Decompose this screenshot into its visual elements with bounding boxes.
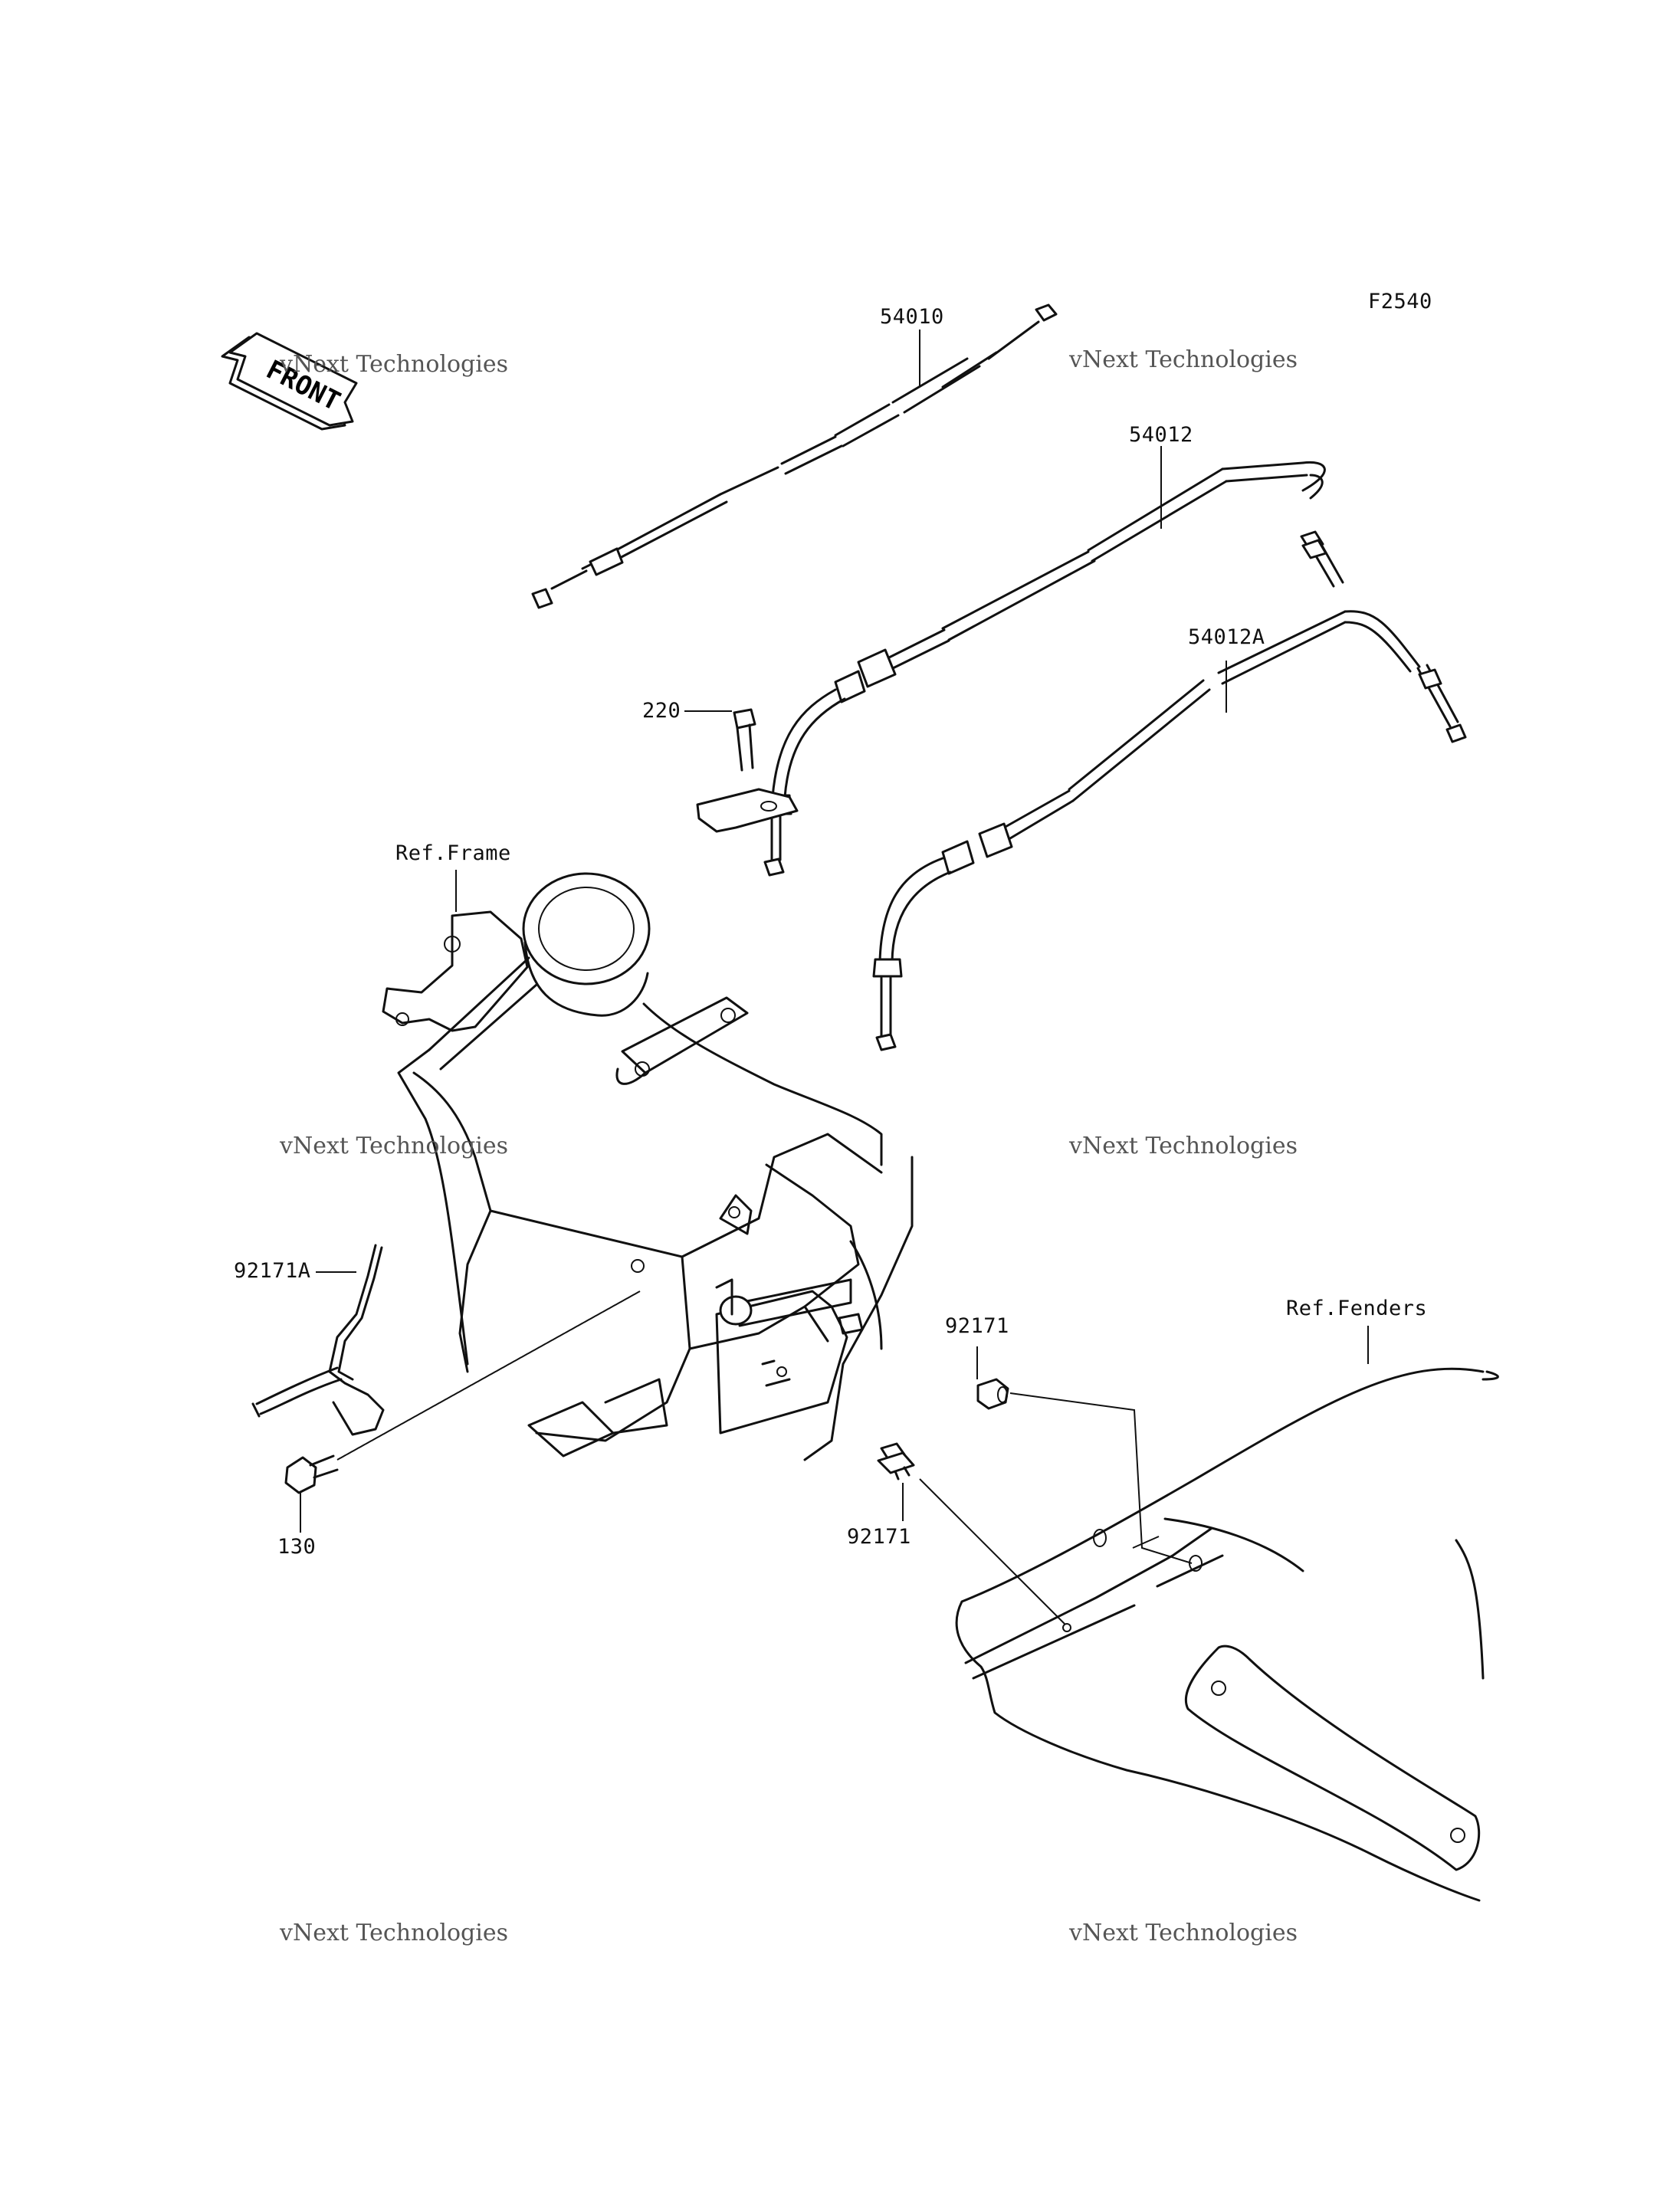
fender: [955, 1367, 1499, 1902]
label-92171a: 92171A: [234, 1259, 311, 1283]
clip-92171-bottom: [877, 1442, 915, 1481]
diagram-code: F2540: [1368, 290, 1432, 313]
alignment-line-grommet: [1009, 1392, 1193, 1564]
frame: [382, 872, 914, 1461]
cable-54012a: [872, 610, 1467, 1051]
alignment-tick: [1132, 1536, 1160, 1549]
grommet-92171-top: [976, 1378, 1009, 1410]
alignment-line-bolt: [336, 1290, 641, 1461]
label-92171-bottom: 92171: [847, 1525, 911, 1549]
label-220: 220: [642, 699, 681, 723]
label-92171-top: 92171: [945, 1314, 1009, 1338]
cable-54010: [531, 303, 1058, 609]
label-54012a: 54012A: [1188, 625, 1265, 649]
label-54010: 54010: [880, 305, 944, 329]
bolt-220: [733, 708, 756, 772]
clamp-92171a: [251, 1244, 385, 1436]
cable-bracket: [696, 788, 799, 833]
front-arrow-icon: FRONT: [221, 332, 358, 431]
label-130: 130: [277, 1535, 317, 1559]
alignment-line-clip: [919, 1478, 1066, 1625]
label-54012: 54012: [1129, 423, 1193, 447]
label-ref-fenders: Ref.Fenders: [1286, 1297, 1428, 1320]
bolt-130: [284, 1454, 339, 1494]
label-ref-frame: Ref.Frame: [395, 841, 511, 865]
